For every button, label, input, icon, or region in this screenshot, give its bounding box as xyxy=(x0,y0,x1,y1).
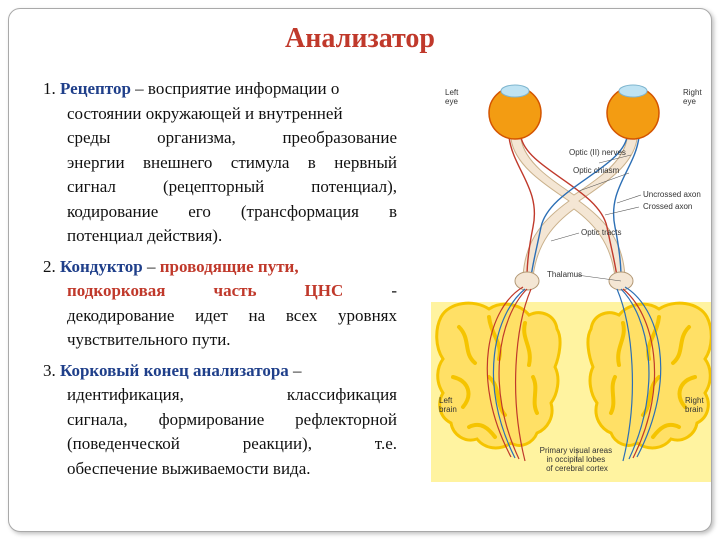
item-1-first-line: 1. Рецептор – восприятие информации о xyxy=(43,77,397,102)
optic-nerve-band xyxy=(510,138,638,278)
item-2-tail: - xyxy=(391,281,398,300)
right-eye xyxy=(606,84,660,140)
item-cortical-end: 3. Корковый конец анализатора – идентифи… xyxy=(43,359,397,482)
label-optic-nerves: Optic (II) nerves xyxy=(569,148,626,157)
item-1-line: потенциал действия). xyxy=(67,226,223,245)
optic-radiation-left xyxy=(486,286,532,462)
optic-radiation-right-red xyxy=(622,288,656,459)
text-block: 1. Рецептор – восприятие информации о со… xyxy=(43,77,397,487)
label-crossed-axon: Crossed axon xyxy=(643,202,692,211)
slide: Анализатор 1. Рецептор – восприятие инфо… xyxy=(8,8,712,532)
item-2-line: декодирование идет на всех уровнях xyxy=(67,305,397,325)
item-3-number: 3. xyxy=(43,360,56,380)
item-2-number: 2. xyxy=(43,256,56,276)
slide-title: Анализатор xyxy=(285,23,435,54)
label-optic-tracts: Optic tracts xyxy=(581,228,621,237)
right-hemisphere-folds xyxy=(609,315,697,439)
label-primary-visual: Primary visual areas in occipital lobes … xyxy=(540,446,615,473)
leader-lines xyxy=(550,154,642,461)
red-path-uncrossed xyxy=(508,136,536,278)
optic-radiation-right xyxy=(616,286,662,462)
item-1-line: сигнал (рецепторный потенциал), xyxy=(67,177,397,196)
item-2-highlight-1: проводящие пути, xyxy=(159,256,299,276)
left-hemisphere-folds xyxy=(451,315,539,439)
item-receptor: 1. Рецептор – восприятие информации о со… xyxy=(43,77,397,249)
item-2-second-line: подкорковая часть ЦНС - xyxy=(43,279,397,304)
item-3-dash: – xyxy=(293,360,302,380)
item-1-line: состоянии окружающей и внутренней xyxy=(67,103,343,123)
item-1-line: среды организма, преобразование xyxy=(67,128,397,147)
label-optic-chiasm: Optic chiasm xyxy=(573,166,620,175)
red-path-crossed xyxy=(520,136,618,278)
item-3-term: Корковый конец анализатора xyxy=(60,360,289,380)
left-thalamus xyxy=(514,271,540,291)
item-2-first-line: 2. Кондуктор – проводящие пути, xyxy=(43,255,397,280)
item-2-highlight-2: подкорковая часть ЦНС xyxy=(67,281,344,300)
label-uncrossed-axon: Uncrossed axon xyxy=(643,190,701,199)
item-3-line: обеспечение выживаемости вида. xyxy=(67,458,311,478)
item-1-line: энергии внешнего стимула в нервный xyxy=(67,152,397,172)
optic-radiation-left-blue xyxy=(492,288,526,459)
item-3-line: идентификация, классификация xyxy=(67,385,397,404)
item-3-line: (поведенческой реакции), т.е. xyxy=(67,434,397,453)
item-2-line: чувствительного пути. xyxy=(67,330,231,349)
left-eye xyxy=(488,84,542,140)
item-3-first-line: 3. Корковый конец анализатора – xyxy=(43,359,397,384)
item-3-line: сигнала, формирование рефлекторной xyxy=(67,409,397,429)
item-2-dash: – xyxy=(147,256,156,276)
blue-path-uncrossed xyxy=(612,136,640,278)
item-1-term: Рецептор xyxy=(60,79,131,98)
item-1-line: кодирование его (трансформация в xyxy=(67,201,397,221)
item-conductor: 2. Кондуктор – проводящие пути, подкорко… xyxy=(43,255,397,353)
item-2-term: Кондуктор xyxy=(60,256,143,276)
item-1-line-0: – восприятие информации о xyxy=(135,79,340,98)
item-1-number: 1. xyxy=(43,79,56,98)
label-thalamus: Thalamus xyxy=(547,270,582,279)
blue-path-crossed xyxy=(530,136,628,278)
